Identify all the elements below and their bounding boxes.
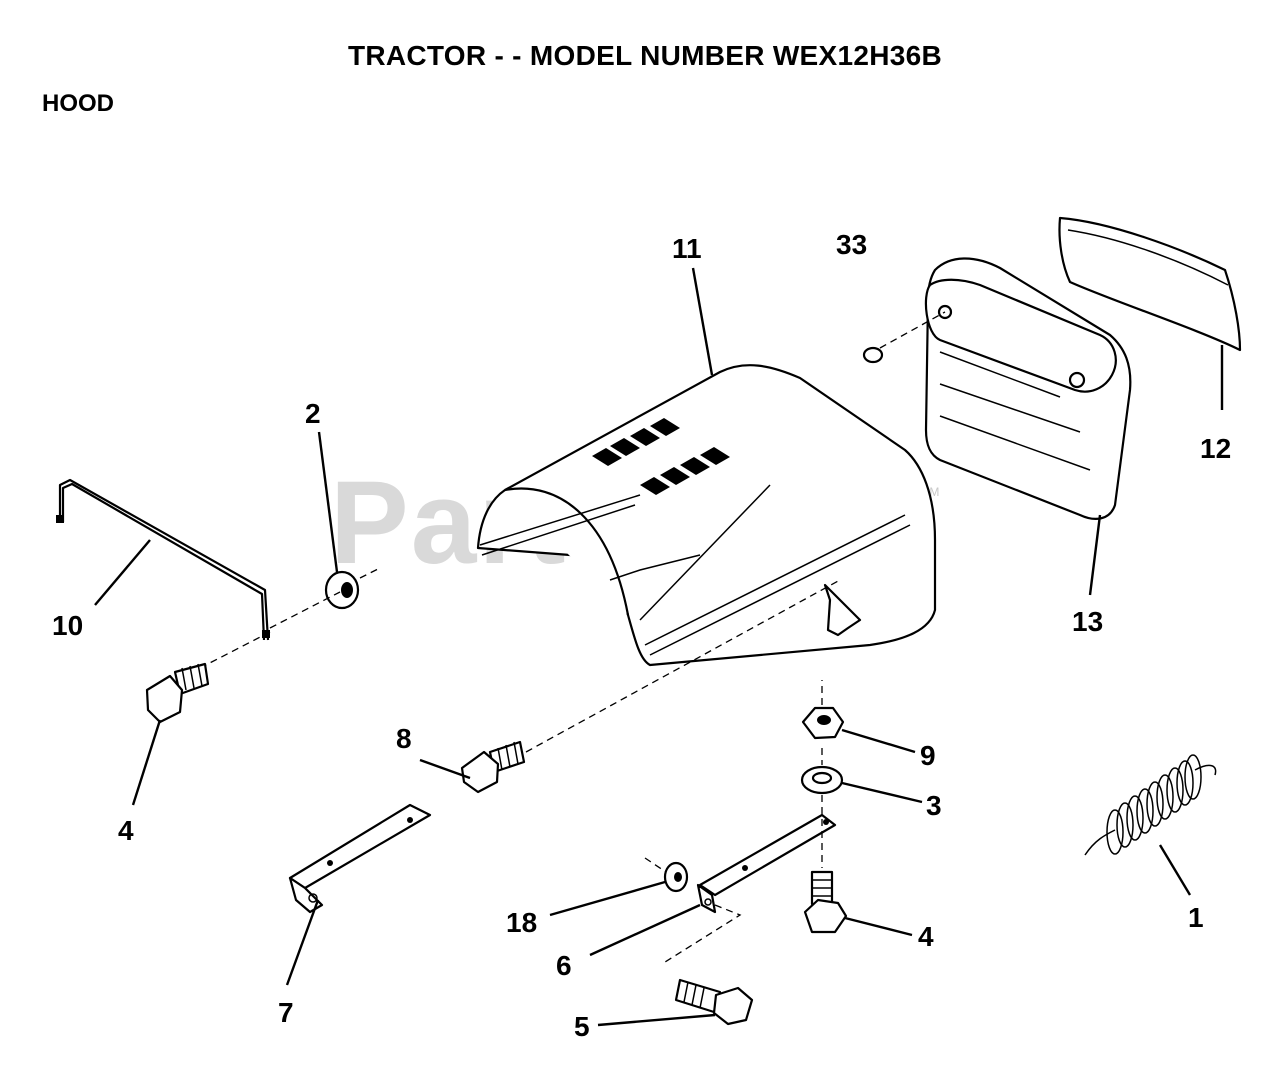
callout-5[interactable]: 5 (574, 1011, 590, 1042)
nut-right-part[interactable] (801, 680, 845, 740)
bolt-left-part[interactable] (145, 662, 210, 724)
washer-part[interactable] (800, 748, 844, 795)
bolt-rod-guide (199, 631, 271, 669)
callout-1[interactable]: 1 (1188, 902, 1204, 933)
washer-small-part[interactable] (644, 857, 689, 893)
callout-11[interactable]: 11 (672, 233, 702, 264)
leader-lines (94, 267, 1224, 1027)
bracket-left-part[interactable] (288, 803, 432, 914)
callout-10[interactable]: 10 (52, 610, 83, 641)
support-rod-part[interactable] (56, 478, 270, 641)
nut-part[interactable] (324, 567, 381, 610)
callout-9[interactable]: 9 (920, 740, 936, 771)
rod-nut-guide (269, 591, 341, 629)
page-title: TRACTOR - - MODEL NUMBER WEX12H36B (347, 40, 943, 71)
trim-strip-part[interactable] (1058, 216, 1242, 352)
callout-3[interactable]: 3 (926, 790, 942, 821)
bolt-right-part[interactable] (803, 870, 848, 934)
hood-part[interactable] (476, 364, 937, 667)
callout-8[interactable]: 8 (396, 723, 412, 754)
plug-part[interactable] (862, 311, 946, 364)
callout-2[interactable]: 2 (305, 398, 321, 429)
callout-4-left[interactable]: 4 (118, 815, 134, 846)
bolt-bottom-part[interactable] (674, 978, 754, 1026)
callout-7[interactable]: 7 (278, 997, 294, 1028)
callout-12[interactable]: 12 (1200, 433, 1231, 464)
callout-18[interactable]: 18 (506, 907, 537, 938)
callout-4-right[interactable]: 4 (918, 921, 934, 952)
section-title: HOOD (42, 90, 114, 117)
grille-part[interactable] (924, 257, 1132, 520)
bolt-center-part[interactable] (460, 579, 841, 794)
callout-13[interactable]: 13 (1072, 606, 1103, 637)
spring-part[interactable] (1084, 754, 1217, 856)
callout-33[interactable]: 33 (836, 229, 867, 260)
bracket-right-part[interactable] (664, 795, 837, 963)
callout-6[interactable]: 6 (556, 950, 572, 981)
